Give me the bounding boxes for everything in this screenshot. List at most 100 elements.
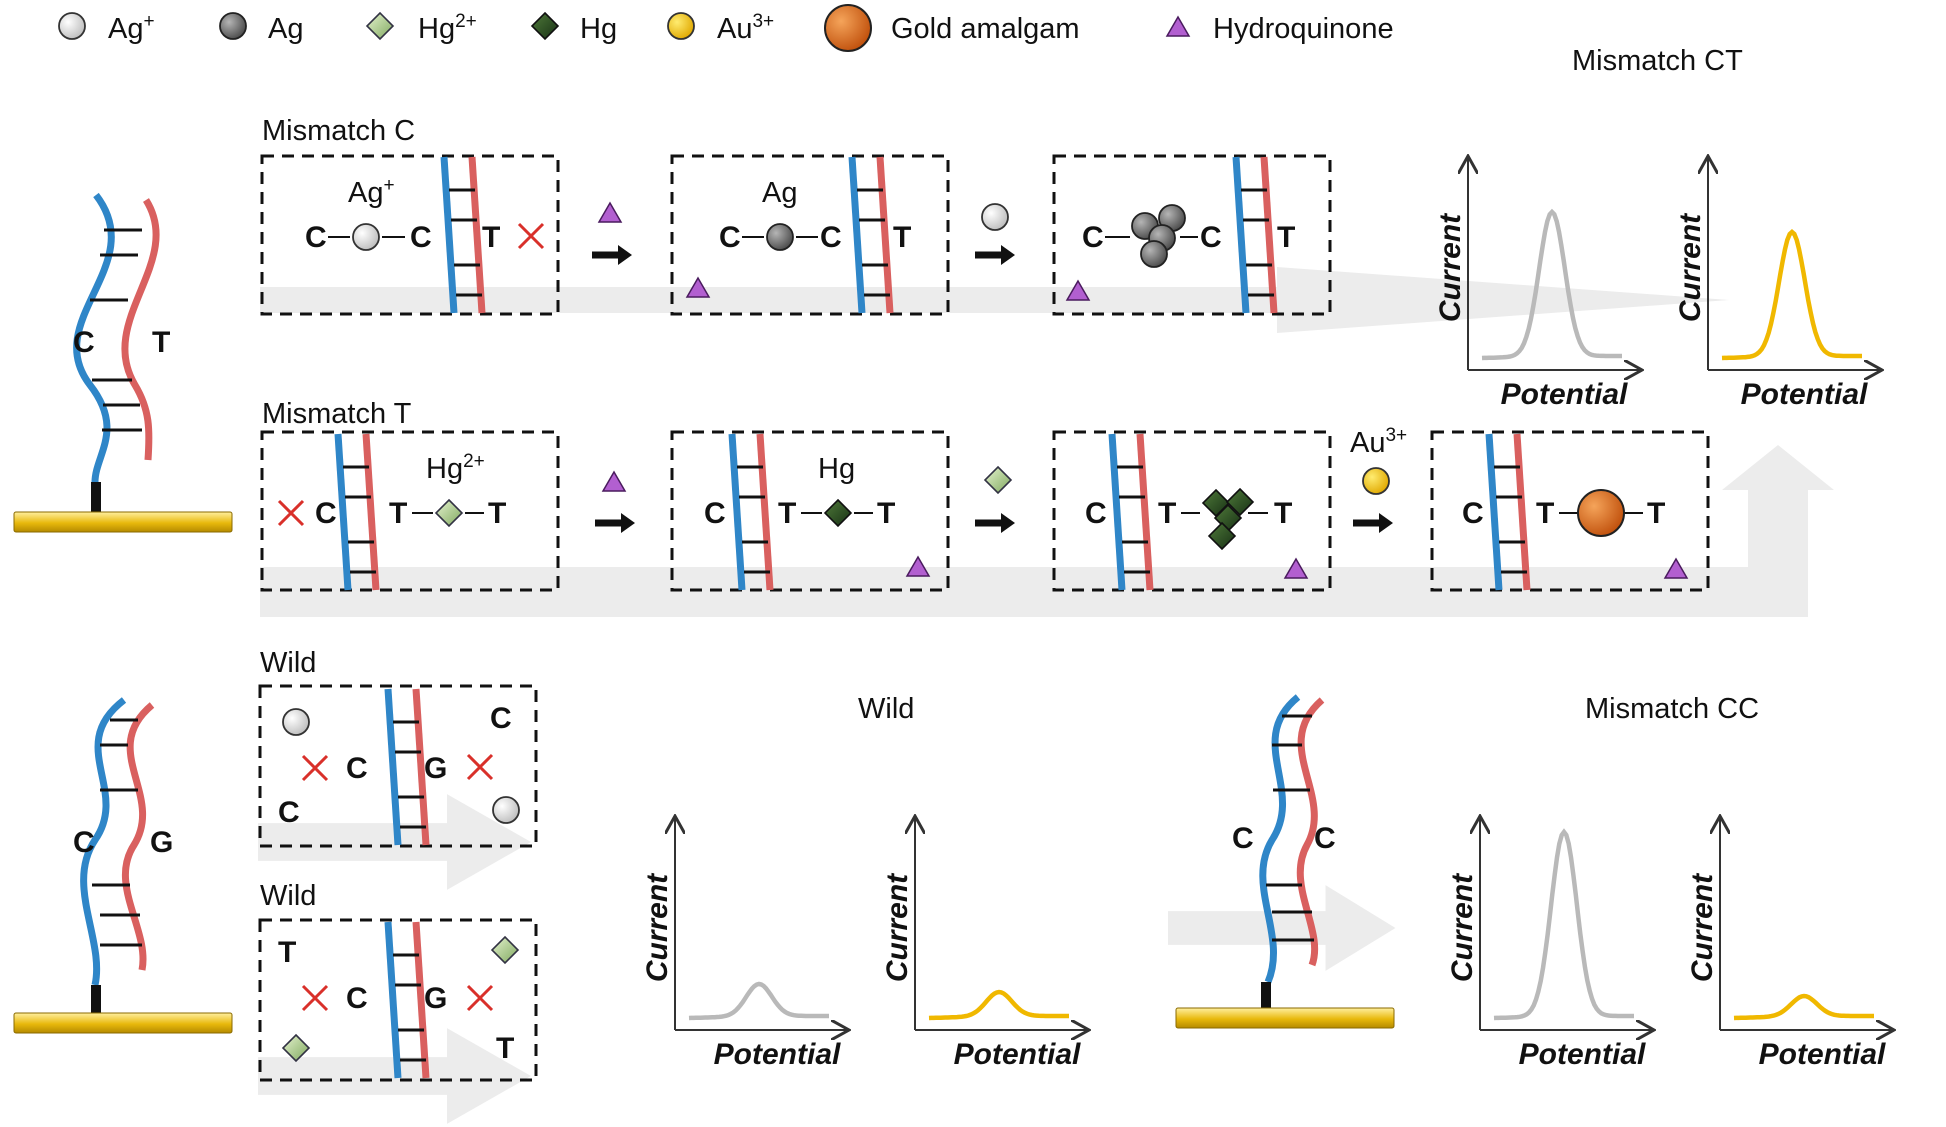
peak-curve bbox=[1733, 993, 1874, 1021]
gold-ion-icon bbox=[1362, 467, 1390, 495]
hydroquinone-icon bbox=[1166, 16, 1190, 37]
base-label: C bbox=[346, 752, 368, 785]
chart-wild-yellow: Current Potential bbox=[881, 818, 1087, 1071]
dashed-box bbox=[1052, 154, 1332, 316]
dna-probe-cg: C G bbox=[13, 697, 233, 1034]
base-label: C bbox=[719, 221, 741, 254]
base-label: C bbox=[1200, 221, 1222, 254]
probe-strand bbox=[73, 192, 115, 483]
gold-electrode bbox=[13, 1012, 233, 1034]
base-pairs bbox=[1266, 714, 1314, 942]
legend-item-silver-atom: Ag bbox=[219, 12, 303, 45]
legend-item-mercury-ion: Hg2+ bbox=[366, 11, 477, 45]
atom-label: Ag bbox=[762, 177, 797, 209]
legend-label: Ag bbox=[108, 13, 143, 45]
mercury-atom-icon bbox=[824, 499, 852, 527]
row-title: Mismatch C bbox=[262, 115, 415, 147]
cross-icon bbox=[466, 984, 494, 1012]
reaction-arrow bbox=[975, 513, 1015, 533]
legend-item-silver-ion: Ag+ bbox=[58, 11, 155, 45]
row-mismatch-c: Mismatch C Ag+ C C T Ag C C T bbox=[260, 115, 1730, 333]
probe-strand bbox=[1259, 694, 1301, 984]
target-strand bbox=[1296, 697, 1325, 967]
base-label: T bbox=[152, 326, 170, 359]
svg-text:Au3+: Au3+ bbox=[1350, 425, 1407, 459]
ion-sup: + bbox=[383, 175, 394, 196]
base-label: C bbox=[490, 702, 512, 735]
base-label: C bbox=[1462, 497, 1484, 530]
base-label: C bbox=[73, 826, 95, 859]
base-label: T bbox=[1277, 221, 1295, 254]
peak-curve bbox=[688, 981, 829, 1021]
row-title: Wild bbox=[260, 880, 316, 912]
dna-duplex bbox=[388, 922, 426, 1078]
svg-text:Hg2+: Hg2+ bbox=[426, 451, 485, 485]
mercury-ion-icon bbox=[366, 12, 394, 40]
svg-text:Ag+: Ag+ bbox=[108, 11, 155, 45]
mercury-ion-icon bbox=[984, 466, 1012, 494]
hydroquinone-icon bbox=[602, 471, 626, 492]
dna-probe-ct: C T bbox=[13, 192, 233, 533]
base-label: C bbox=[704, 497, 726, 530]
mercury-ion-icon bbox=[491, 936, 519, 964]
base-label: C bbox=[1314, 822, 1336, 855]
base-label: C bbox=[315, 497, 337, 530]
ion-label: Hg bbox=[426, 453, 463, 485]
base-label: T bbox=[1158, 497, 1176, 530]
base-label: T bbox=[1536, 497, 1554, 530]
silver-atom-icon bbox=[219, 12, 247, 40]
legend-sup: 2+ bbox=[455, 11, 477, 32]
ion-label: Au bbox=[1350, 427, 1385, 459]
legend-label: Hg bbox=[580, 13, 617, 45]
base-label: T bbox=[1274, 497, 1292, 530]
y-axis-label: Current bbox=[1686, 872, 1719, 982]
row-mismatch-t: Mismatch T C Hg2+ T T C Hg T T bbox=[260, 398, 1834, 617]
row-wild-1: Wild C G C C bbox=[258, 647, 538, 890]
legend-item-gold-ion: Au3+ bbox=[667, 11, 774, 45]
linker bbox=[1261, 982, 1271, 1008]
cross-icon bbox=[277, 499, 305, 527]
dna-duplex bbox=[338, 434, 376, 590]
dna-probe-cc: C C bbox=[1175, 694, 1395, 1029]
flow-arrow bbox=[1168, 885, 1396, 971]
dna-duplex bbox=[1112, 434, 1150, 590]
peak-curve bbox=[1481, 208, 1622, 361]
row-title: Mismatch T bbox=[262, 398, 412, 430]
reaction-arrow bbox=[592, 245, 632, 265]
reaction-arrow bbox=[1353, 513, 1393, 533]
dashed-box bbox=[258, 684, 538, 848]
base-label: T bbox=[496, 1032, 514, 1065]
base-pairs bbox=[92, 718, 142, 947]
plot-group-mismatch-ct: Mismatch CT Current Potential Current Po… bbox=[1434, 45, 1880, 411]
base-label: G bbox=[150, 826, 173, 859]
reaction-arrow bbox=[595, 513, 635, 533]
dna-duplex bbox=[388, 689, 426, 845]
chart-wild-gray: Current Potential bbox=[641, 818, 847, 1071]
base-label: G bbox=[424, 752, 447, 785]
base-label: C bbox=[278, 796, 300, 829]
base-label: C bbox=[73, 326, 95, 359]
atom-label: Hg bbox=[818, 453, 855, 485]
step-box-ag-cluster: C C T bbox=[1052, 154, 1332, 316]
mercury-ion-icon bbox=[435, 499, 463, 527]
base-label: C bbox=[305, 221, 327, 254]
dashed-box bbox=[258, 918, 538, 1082]
dashed-box bbox=[670, 430, 950, 592]
silver-ion-icon bbox=[58, 12, 86, 40]
svg-text:Hg2+: Hg2+ bbox=[418, 11, 477, 45]
base-label: T bbox=[482, 221, 500, 254]
y-axis-label: Current bbox=[881, 872, 914, 982]
x-axis-label: Potential bbox=[1501, 378, 1628, 411]
dna-duplex bbox=[1489, 434, 1527, 590]
x-axis-label: Potential bbox=[714, 1038, 841, 1071]
dashed-box bbox=[260, 430, 560, 592]
plot-group-wild: Wild Current Potential Current Potential bbox=[641, 693, 1087, 1071]
svg-text:Au3+: Au3+ bbox=[717, 11, 774, 45]
base-label: C bbox=[1232, 822, 1254, 855]
step-box-gold-amalgam: C T T bbox=[1430, 430, 1710, 590]
hydroquinone-icon bbox=[598, 202, 622, 223]
x-axis-label: Potential bbox=[1759, 1038, 1886, 1071]
chart-mismatch-cc-yellow: Current Potential bbox=[1686, 818, 1892, 1071]
chart-mismatch-cc-gray: Current Potential bbox=[1446, 818, 1652, 1071]
